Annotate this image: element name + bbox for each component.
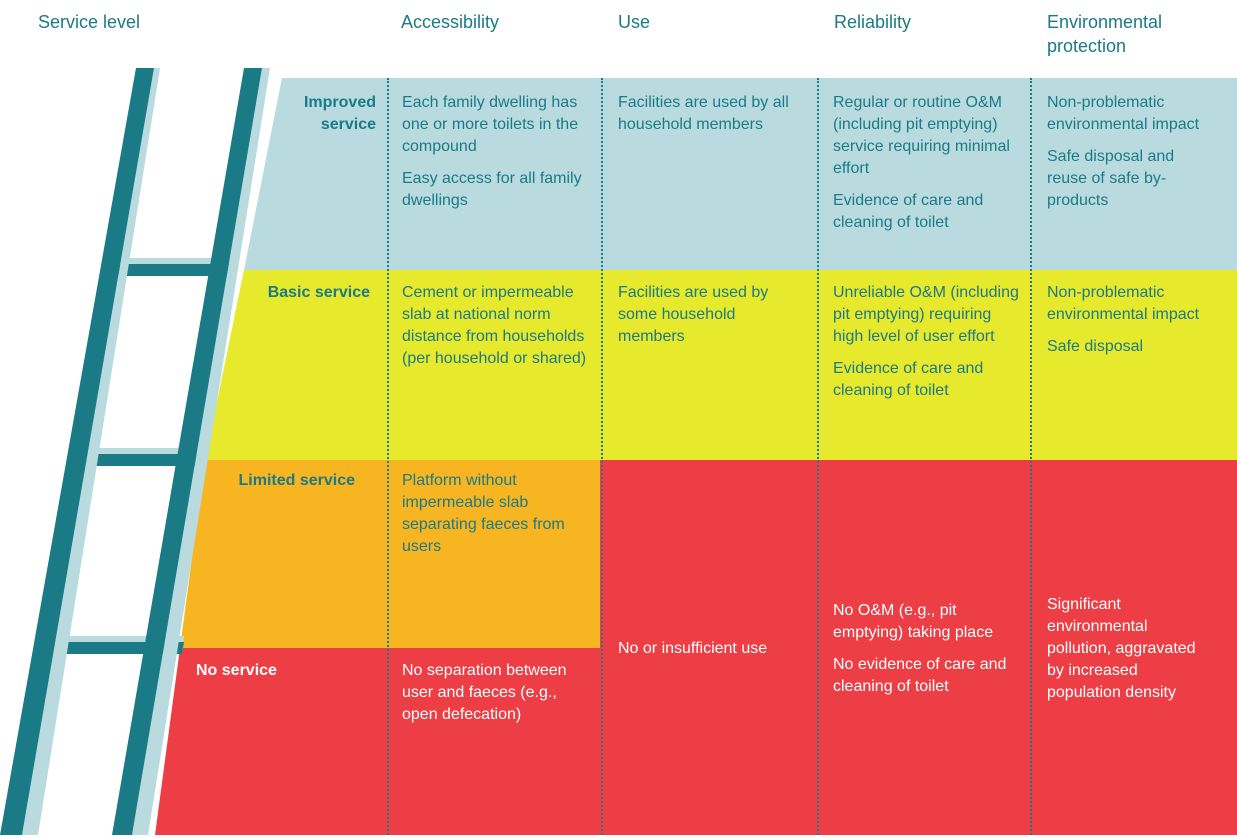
improved-accessibility: Each family dwelling has one or more toi… <box>402 94 582 209</box>
none-reliability: No O&M (e.g., pit emptying) taking place… <box>833 602 1007 695</box>
level-label-improved: Improved service <box>303 94 376 133</box>
ladder-icon <box>0 68 270 835</box>
level-label-none: No service <box>196 662 277 679</box>
none-environmental: Significant environmental pollution, agg… <box>1047 596 1196 701</box>
improved-environmental: Non-problematic environmental impact Saf… <box>1047 94 1200 209</box>
no-service-band <box>155 460 1237 835</box>
column-divider <box>387 78 389 835</box>
column-divider <box>601 78 603 835</box>
improved-band <box>244 78 1237 270</box>
column-divider <box>1030 78 1032 835</box>
basic-accessibility: Cement or impermeable slab at national n… <box>402 284 587 367</box>
level-label-limited: Limited service <box>238 472 356 489</box>
basic-use: Facilities are used by some household me… <box>618 284 769 345</box>
limited-band <box>180 460 600 648</box>
limited-accessibility: Platform without impermeable slab separa… <box>402 472 565 555</box>
none-use: No or insufficient use <box>618 640 768 657</box>
improved-use: Facilities are used by all household mem… <box>618 94 789 133</box>
header-environmental: Environmental protection <box>1047 12 1163 56</box>
header-use: Use <box>618 12 651 32</box>
basic-reliability: Unreliable O&M (including pit emptying) … <box>833 284 1019 399</box>
header-accessibility: Accessibility <box>401 12 500 32</box>
column-divider <box>817 78 819 835</box>
basic-environmental: Non-problematic environmental impact Saf… <box>1047 284 1200 355</box>
improved-reliability: Regular or routine O&M (including pit em… <box>833 94 1010 231</box>
basic-band <box>205 270 1237 460</box>
header-service-level: Service level <box>38 12 141 32</box>
none-accessibility: No separation between user and faeces (e… <box>402 662 567 723</box>
header-reliability: Reliability <box>834 12 912 32</box>
level-label-basic: Basic service <box>267 284 370 301</box>
